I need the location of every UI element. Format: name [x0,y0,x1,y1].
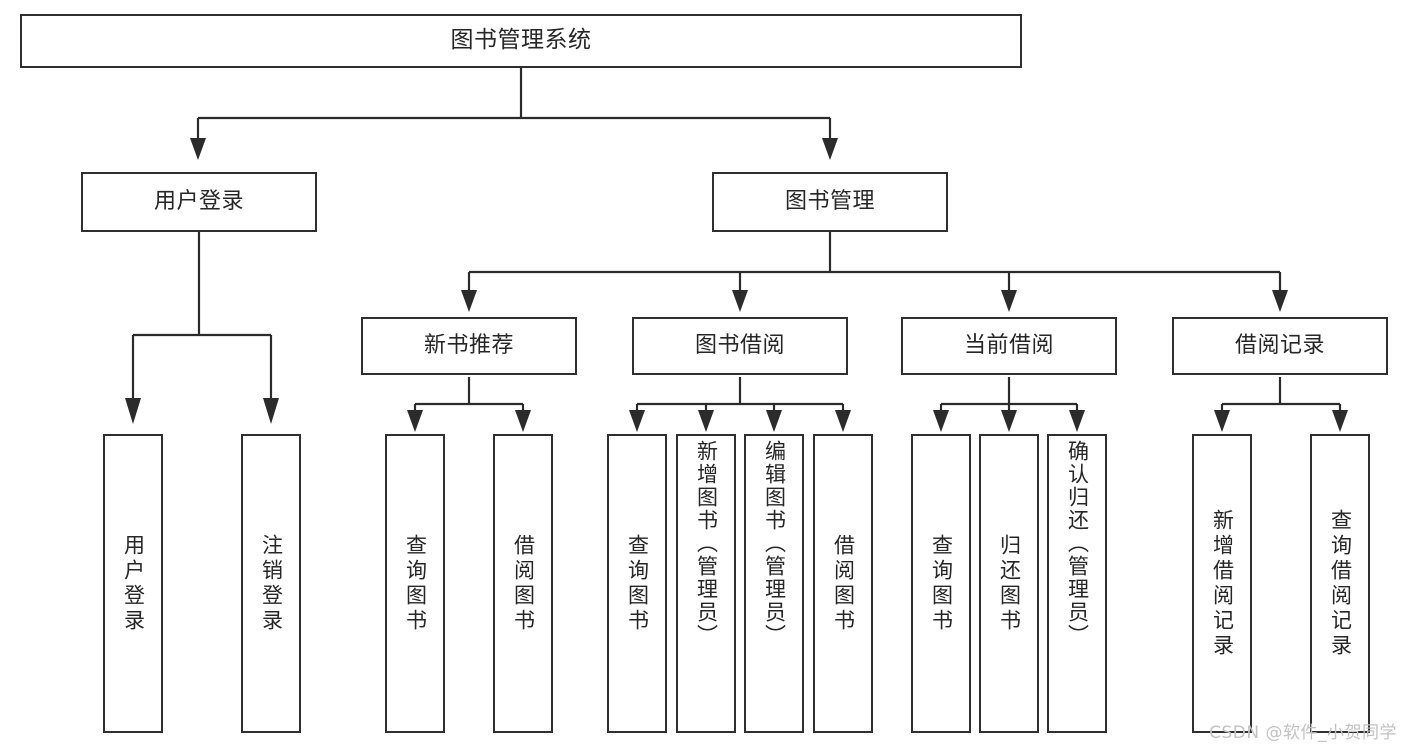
leaf-current-return-book[interactable]: 归还图书 [979,434,1039,733]
node-root-label: 图书管理系统 [450,27,592,54]
arrow-current-l2 [1001,410,1017,432]
node-current-borrow[interactable]: 当前借阅 [901,317,1117,375]
leaf-borrow-borrow-book-label: 借阅图书 [831,533,856,634]
arrow-userlogin-c2 [263,398,279,424]
arrow-borrow-l1 [629,410,645,432]
leaf-borrow-add-book-admin[interactable]: 新增图书（管理员） [676,434,736,733]
leaf-record-query-record-label: 查询借阅记录 [1328,508,1353,659]
leaf-user-login-label: 用户登录 [121,533,146,634]
arrow-userlogin-c1 [125,398,141,424]
leaf-current-confirm-return-admin[interactable]: 确认归还（管理员） [1047,434,1107,733]
leaf-newbook-borrow-book[interactable]: 借阅图书 [493,434,553,733]
node-current-borrow-label: 当前借阅 [963,333,1054,359]
arrow-newbook-l2 [515,410,531,432]
leaf-current-confirm-return-admin-label: 确认归还（管理员） [1065,440,1090,647]
arrow-bookmgmt-c1 [461,290,477,312]
node-user-login-label: 用户登录 [153,189,244,215]
leaf-record-add-record[interactable]: 新增借阅记录 [1192,434,1252,733]
arrow-current-l3 [1069,410,1085,432]
leaf-current-query-book[interactable]: 查询图书 [911,434,971,733]
arrow-root-to-bookmgmt [822,138,838,160]
leaf-user-logout[interactable]: 注销登录 [241,434,301,733]
node-borrow-record[interactable]: 借阅记录 [1172,317,1388,375]
node-new-book-recommend-label: 新书推荐 [423,333,514,359]
node-borrow-record-label: 借阅记录 [1234,333,1325,359]
arrow-root-to-userlogin [190,138,206,160]
leaf-borrow-query-book-label: 查询图书 [625,533,650,634]
node-book-borrow[interactable]: 图书借阅 [632,317,848,375]
arrow-record-l2 [1332,410,1348,432]
leaf-newbook-query-book[interactable]: 查询图书 [385,434,445,733]
node-new-book-recommend[interactable]: 新书推荐 [361,317,577,375]
arrow-bookmgmt-c3 [1001,290,1017,312]
arrow-borrow-l4 [835,410,851,432]
leaf-newbook-query-book-label: 查询图书 [403,533,428,634]
arrow-bookmgmt-c4 [1272,290,1288,312]
arrow-bookmgmt-c2 [732,290,748,312]
csdn-watermark: CSDN @软件_小贺同学 [1209,723,1397,743]
arrow-record-l1 [1214,410,1230,432]
arrow-borrow-l2 [698,410,714,432]
node-book-borrow-label: 图书借阅 [694,333,785,359]
arrow-borrow-l3 [766,410,782,432]
leaf-borrow-add-book-admin-label: 新增图书（管理员） [694,440,719,647]
leaf-record-query-record[interactable]: 查询借阅记录 [1310,434,1370,733]
leaf-borrow-borrow-book[interactable]: 借阅图书 [813,434,873,733]
node-book-management[interactable]: 图书管理 [712,172,948,232]
leaf-borrow-edit-book-admin[interactable]: 编辑图书（管理员） [744,434,804,733]
leaf-borrow-query-book[interactable]: 查询图书 [607,434,667,733]
leaf-borrow-edit-book-admin-label: 编辑图书（管理员） [762,440,787,647]
node-book-management-label: 图书管理 [784,189,875,215]
arrow-current-l1 [933,410,949,432]
arrow-newbook-l1 [407,410,423,432]
leaf-current-query-book-label: 查询图书 [929,533,954,634]
leaf-newbook-borrow-book-label: 借阅图书 [511,533,536,634]
leaf-user-login[interactable]: 用户登录 [103,434,163,733]
node-user-login[interactable]: 用户登录 [81,172,317,232]
leaf-record-add-record-label: 新增借阅记录 [1210,508,1235,659]
node-root[interactable]: 图书管理系统 [20,14,1022,68]
leaf-current-return-book-label: 归还图书 [997,533,1022,634]
leaf-user-logout-label: 注销登录 [259,533,284,634]
